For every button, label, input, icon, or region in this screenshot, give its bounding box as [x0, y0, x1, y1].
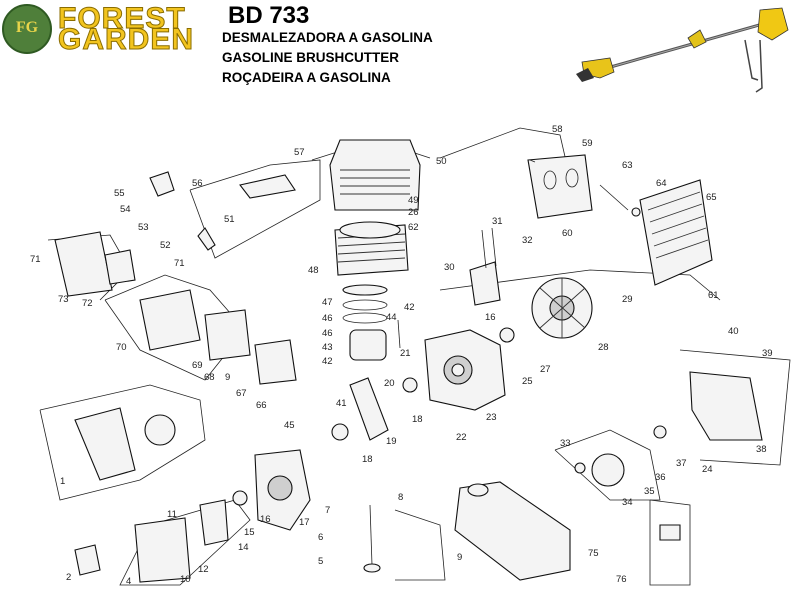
- part-label: 56: [192, 178, 203, 189]
- part-label: 44: [386, 312, 397, 323]
- model-title: BD 733: [228, 2, 310, 29]
- part-label: 66: [256, 400, 267, 411]
- part-label: 50: [436, 156, 447, 167]
- part-label: 19: [386, 436, 397, 447]
- crankcase-assembly: [254, 329, 506, 531]
- part-label: 36: [655, 472, 666, 483]
- part-label: 25: [522, 376, 533, 387]
- part-label: 5: [318, 556, 323, 567]
- part-label: 2: [66, 572, 71, 583]
- part-label: 23: [486, 412, 497, 423]
- part-label: 30: [444, 262, 455, 273]
- part-label: 34: [622, 497, 633, 508]
- part-label: 26: [408, 207, 419, 218]
- part-label: 52: [160, 240, 171, 251]
- part-label: 69: [192, 360, 203, 371]
- part-label: 64: [656, 178, 667, 189]
- part-label: 8: [398, 492, 403, 503]
- part-label: 1: [60, 476, 65, 487]
- logo-mark: FG: [15, 19, 39, 36]
- part-label: 32: [522, 235, 533, 246]
- part-labels: 1 2 4 5 6 7 8 9 9 10 11 12 14 15 16 16 1…: [30, 124, 773, 587]
- part-label: 55: [114, 188, 125, 199]
- brand-line-2: GARDEN: [57, 23, 195, 56]
- brand-line-1: FOREST: [58, 2, 186, 35]
- part-label: 42: [404, 302, 415, 313]
- part-label: 75: [588, 548, 599, 559]
- part-label: 20: [384, 378, 395, 389]
- part-label: 29: [622, 294, 633, 305]
- subtitle-portuguese: ROÇADEIRA A GASOLINA: [222, 70, 391, 85]
- flywheel-assembly: [469, 227, 763, 441]
- cylinder-assembly: [329, 139, 421, 361]
- part-label: 58: [552, 124, 563, 135]
- part-label: 43: [322, 342, 333, 353]
- part-label: 57: [294, 147, 305, 158]
- part-label: 47: [322, 297, 333, 308]
- part-label: 72: [82, 298, 93, 309]
- part-label: 22: [456, 432, 467, 443]
- part-label: 48: [308, 265, 319, 276]
- part-label: 18: [362, 454, 373, 465]
- part-label: 31: [492, 216, 503, 227]
- part-label: 15: [244, 527, 255, 538]
- part-label: 53: [138, 222, 149, 233]
- subtitle-spanish: DESMALEZADORA A GASOLINA: [222, 30, 433, 45]
- part-label: 28: [598, 342, 609, 353]
- part-label: 67: [236, 388, 247, 399]
- part-label: 71: [30, 254, 41, 265]
- part-label: 63: [622, 160, 633, 171]
- forest-garden-logo: FG: [2, 4, 52, 54]
- part-label: 54: [120, 204, 131, 215]
- header: FG FOREST GARDEN BD 733 DESMALEZADORA A …: [0, 0, 800, 100]
- part-label: 51: [224, 214, 235, 225]
- part-label: 14: [238, 542, 249, 553]
- part-label: 17: [299, 517, 310, 528]
- part-label: 38: [756, 444, 767, 455]
- part-label: 35: [644, 486, 655, 497]
- part-label: 71: [174, 258, 185, 269]
- part-label: 76: [616, 574, 627, 585]
- part-label: 16: [260, 514, 271, 525]
- part-label: 46: [322, 328, 333, 339]
- part-label: 9: [225, 372, 230, 383]
- part-label: 49: [408, 195, 419, 206]
- part-label: 6: [318, 532, 323, 543]
- part-label: 16: [485, 312, 496, 323]
- muffler-assembly: [527, 154, 713, 286]
- part-label: 62: [408, 222, 419, 233]
- part-label: 40: [728, 326, 739, 337]
- part-label: 60: [562, 228, 573, 239]
- misc-parts: [54, 159, 681, 583]
- part-label: 41: [336, 398, 347, 409]
- part-label: 18: [412, 414, 423, 425]
- part-label: 24: [702, 464, 713, 475]
- part-label: 39: [762, 348, 773, 359]
- part-label: 68: [204, 372, 215, 383]
- part-label: 27: [540, 364, 551, 375]
- part-label: 21: [400, 348, 411, 359]
- part-label: 42: [322, 356, 333, 367]
- part-label: 7: [325, 505, 330, 516]
- part-label: 73: [58, 294, 69, 305]
- subtitle-english: GASOLINE BRUSHCUTTER: [222, 50, 400, 65]
- part-label: 46: [322, 313, 333, 324]
- part-label: 4: [126, 576, 131, 587]
- part-label: 12: [198, 564, 209, 575]
- part-label: 65: [706, 192, 717, 203]
- part-label: 11: [167, 509, 177, 520]
- part-label: 59: [582, 138, 593, 149]
- part-label: 10: [180, 574, 191, 585]
- part-label: 9: [457, 552, 462, 563]
- part-label: 70: [116, 342, 127, 353]
- part-label: 45: [284, 420, 295, 431]
- part-label: 37: [676, 458, 687, 469]
- part-label: 61: [708, 290, 719, 301]
- brushcutter-illustration: [576, 7, 789, 93]
- part-label: 33: [560, 438, 571, 449]
